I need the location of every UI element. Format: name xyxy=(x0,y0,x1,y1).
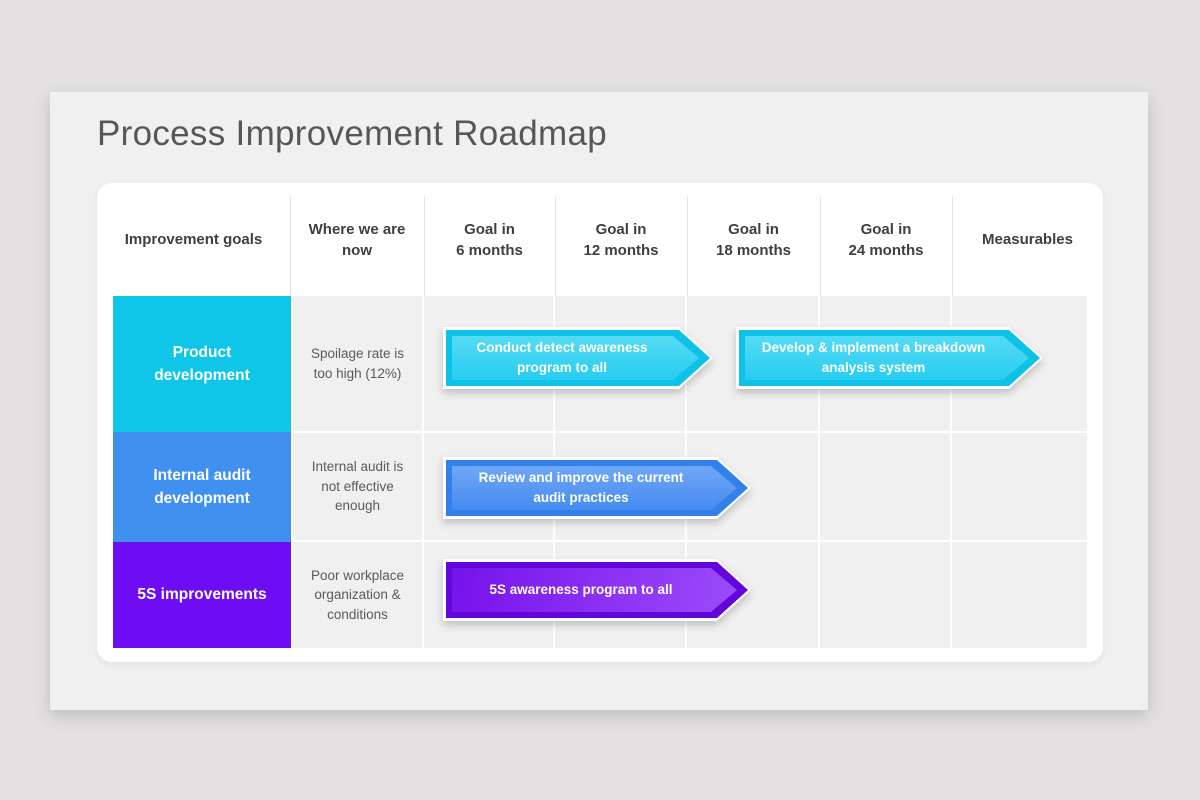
roadmap-arrow-conduct-detect-awareness: Conduct detect awareness program to all xyxy=(443,327,713,389)
roadmap-arrow-develop-breakdown-analysis: Develop & implement a breakdown analysis… xyxy=(736,327,1043,389)
roadmap-table: Improvement goals Where we are now Goal … xyxy=(97,183,1103,662)
table-body: Spoilage rate is too high (12%) Internal… xyxy=(113,296,1087,648)
arrow-label: Develop & implement a breakdown analysis… xyxy=(761,339,986,375)
timeline-cell xyxy=(820,542,950,648)
column-header-goal-12-months: Goal in 12 months xyxy=(555,183,687,296)
arrow-fill xyxy=(452,336,699,380)
arrow-label: Review and improve the current audit pra… xyxy=(478,469,684,505)
current-state-cell: Internal audit is not effective enough xyxy=(293,433,422,540)
column-header-where-we-are-now: Where we are now xyxy=(290,183,424,296)
slide: Process Improvement Roadmap Improvement … xyxy=(50,92,1148,710)
measurables-cell xyxy=(952,542,1087,648)
arrow-fill xyxy=(745,336,1029,380)
page-title: Process Improvement Roadmap xyxy=(97,114,607,153)
column-header-improvement-goals: Improvement goals xyxy=(124,231,263,248)
measurables-cell xyxy=(952,433,1087,540)
column-header-measurables: Measurables xyxy=(952,183,1103,296)
column-header-goal-24-months: Goal in 24 months xyxy=(820,183,952,296)
arrow-fill xyxy=(452,466,737,510)
current-state-cell: Poor workplace organization & conditions xyxy=(293,542,422,648)
column-header-goal-6-months: Goal in 6 months xyxy=(424,183,555,296)
timeline-cell xyxy=(820,433,950,540)
goal-cell-internal-audit-development: Internal audit development xyxy=(113,432,291,542)
arrow-fill xyxy=(452,568,737,612)
arrow-label: Conduct detect awareness program to all xyxy=(476,339,648,375)
goal-cell-5s-improvements: 5S improvements xyxy=(113,542,291,648)
roadmap-arrow-5s-awareness-program: 5S awareness program to all xyxy=(443,559,751,621)
goal-label-column: Product development Internal audit devel… xyxy=(113,296,291,648)
table-header-row: Improvement goals Where we are now Goal … xyxy=(97,183,1103,296)
arrow-label: 5S awareness program to all xyxy=(489,581,673,597)
column-header-goal-18-months: Goal in 18 months xyxy=(687,183,820,296)
current-state-cell: Spoilage rate is too high (12%) xyxy=(293,296,422,431)
roadmap-arrow-review-audit-practices: Review and improve the current audit pra… xyxy=(443,457,751,519)
goal-cell-product-development: Product development xyxy=(113,296,291,432)
